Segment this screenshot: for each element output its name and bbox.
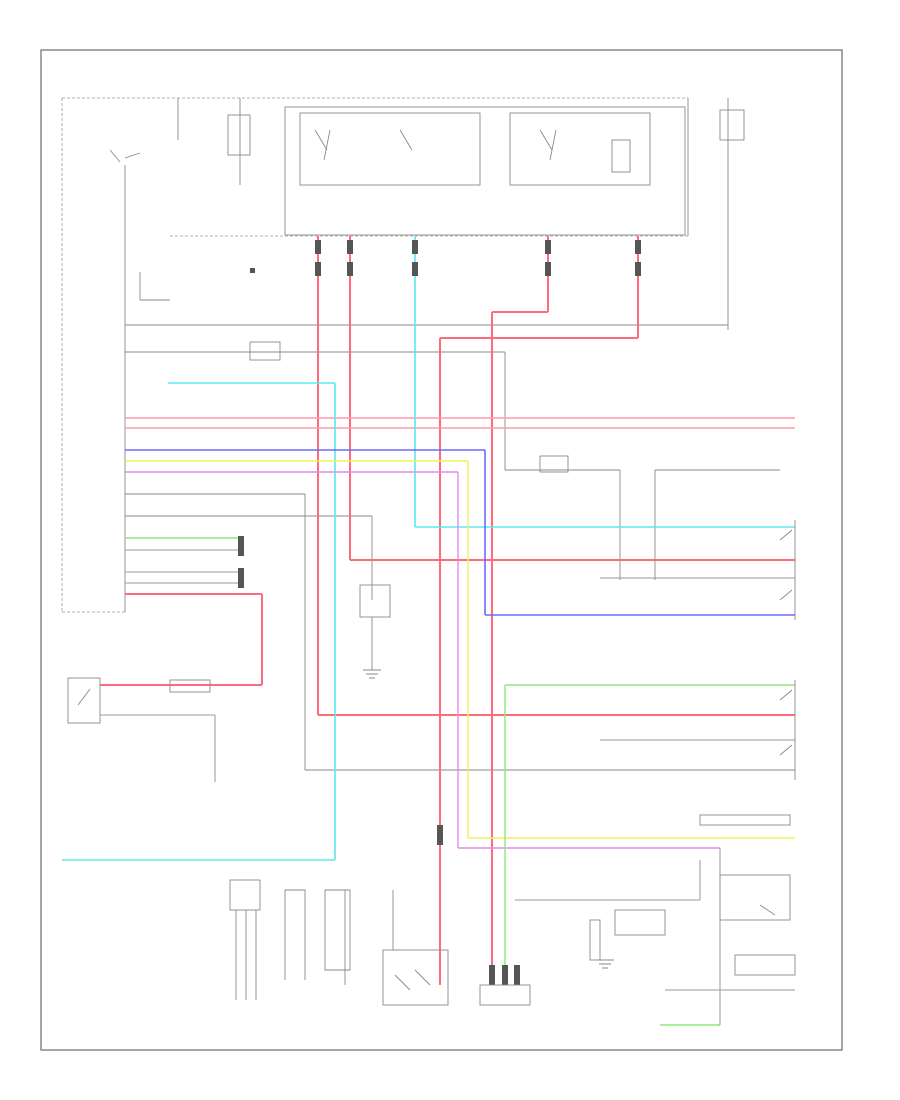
right-door-switches <box>699 520 796 826</box>
left-ecu <box>61 98 795 771</box>
wire-cyan <box>62 236 795 861</box>
wire-pink <box>125 417 795 429</box>
ground-symbols <box>363 669 614 969</box>
lower-components <box>229 874 796 1006</box>
door-lock-switch <box>67 677 211 724</box>
diagram-frame <box>40 49 843 1051</box>
wire-red-main <box>100 236 795 985</box>
wire-yellow <box>125 460 795 839</box>
relay-box <box>62 97 745 330</box>
wire-green <box>125 537 795 1026</box>
wire-gray <box>100 549 795 1025</box>
wire-blue <box>125 449 795 616</box>
wire-violet <box>125 471 720 849</box>
connector-pins <box>238 240 641 985</box>
